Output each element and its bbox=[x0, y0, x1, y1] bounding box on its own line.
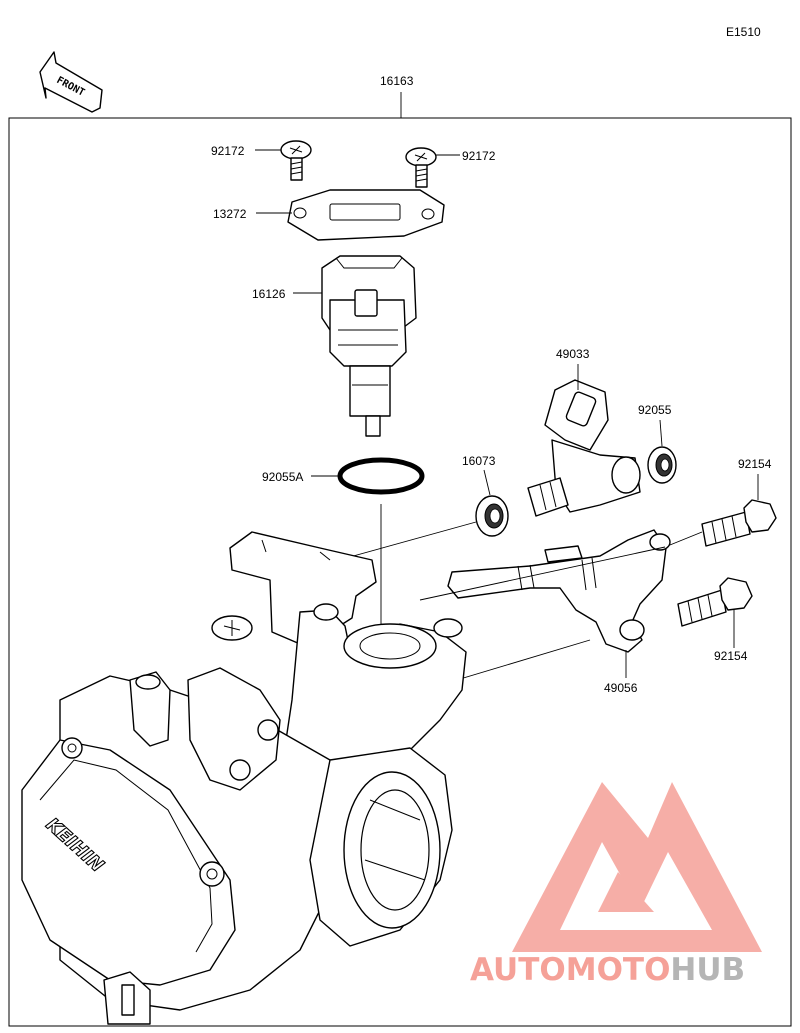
screw-right-part bbox=[405, 147, 437, 188]
label-92154-lower: 92154 bbox=[714, 649, 748, 663]
sensor-b-part bbox=[527, 379, 641, 517]
label-16073: 16073 bbox=[462, 454, 496, 468]
label-49056: 49056 bbox=[604, 681, 638, 695]
label-92172-right: 92172 bbox=[462, 149, 496, 163]
bolt-lower-part bbox=[677, 577, 753, 627]
screw-left-part bbox=[280, 140, 312, 181]
watermark-moto: MOTO bbox=[566, 952, 671, 988]
automotohub-logo-icon bbox=[512, 782, 762, 952]
plate-part bbox=[287, 189, 445, 241]
label-49033: 49033 bbox=[556, 347, 590, 361]
watermark-text: AUTOMOTOHUB bbox=[470, 952, 745, 988]
front-arrow-icon: FRONT bbox=[39, 51, 103, 113]
label-92055: 92055 bbox=[638, 403, 672, 417]
bolt-upper-part bbox=[701, 499, 777, 547]
oring-large-part bbox=[337, 457, 425, 495]
label-16126: 16126 bbox=[252, 287, 286, 301]
sensor-part bbox=[321, 255, 417, 437]
label-92172-left: 92172 bbox=[211, 144, 245, 158]
pipe-part bbox=[447, 529, 671, 653]
assembly-frame bbox=[8, 117, 792, 1027]
seal-part bbox=[475, 495, 509, 537]
throttle-body-part: KEIHIN bbox=[21, 531, 467, 1025]
watermark-auto: AUTO bbox=[470, 952, 566, 988]
diagram-code: E1510 bbox=[726, 25, 761, 39]
label-13272: 13272 bbox=[213, 207, 247, 221]
assembly-label: 16163 bbox=[380, 74, 414, 88]
oring-small-part bbox=[647, 446, 677, 484]
label-92055a: 92055A bbox=[262, 470, 303, 484]
watermark-hub: HUB bbox=[670, 952, 745, 988]
label-92154-upper: 92154 bbox=[738, 457, 772, 471]
